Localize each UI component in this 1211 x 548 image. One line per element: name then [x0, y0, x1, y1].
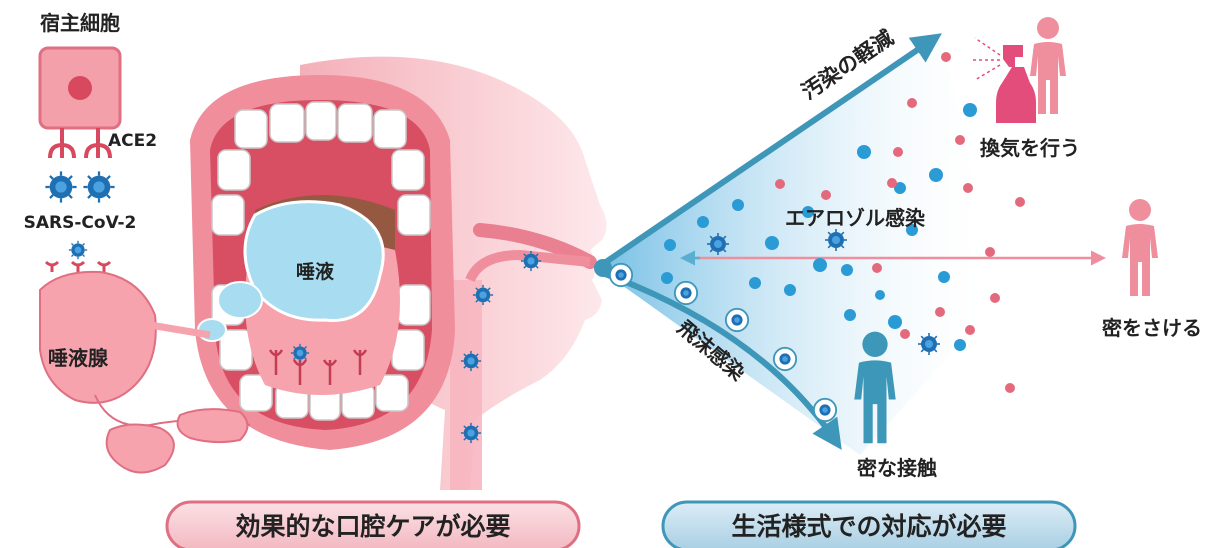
- left-pill-text: 効果的な口腔ケアが必要: [235, 512, 510, 541]
- salivary-gland-icon: 唾液腺: [39, 270, 251, 474]
- spread-cone: [598, 30, 1000, 455]
- host-cell-icon: 宿主細胞 ACE2 SARS-CoV-2: [24, 11, 157, 272]
- virus-icon: [68, 240, 88, 260]
- person-icon: [1122, 199, 1158, 296]
- virus-label: SARS-CoV-2: [24, 213, 137, 233]
- ace2-label: ACE2: [108, 131, 157, 151]
- aerosol-label: エアロゾル感染: [785, 206, 926, 230]
- right-summary-pill: 生活様式での対応が必要: [661, 500, 1077, 548]
- ventilate-label: 換気を行う: [980, 136, 1080, 160]
- salivary-gland-label: 唾液腺: [48, 346, 109, 370]
- aerosol-particles-red: [775, 52, 1025, 393]
- virus-icon: [44, 170, 78, 204]
- host-cell-label: 宿主細胞: [40, 11, 120, 35]
- avoid-crowd-label: 密をさける: [1102, 316, 1202, 340]
- close-contact-label: 密な接触: [857, 456, 937, 480]
- right-pill-text: 生活様式での対応が必要: [731, 512, 1006, 541]
- left-summary-pill: 効果的な口腔ケアが必要: [165, 500, 581, 548]
- aerosol-particles-blue: [661, 103, 977, 351]
- virus-icon: [82, 170, 116, 204]
- virus-icon: [290, 343, 310, 363]
- spray-bottle-icon: [970, 37, 1036, 123]
- exhale-source: [594, 259, 612, 277]
- mouth-illustration: 唾液: [190, 75, 455, 450]
- pollution-arrow: [598, 33, 942, 269]
- saliva-label: 唾液: [296, 260, 335, 283]
